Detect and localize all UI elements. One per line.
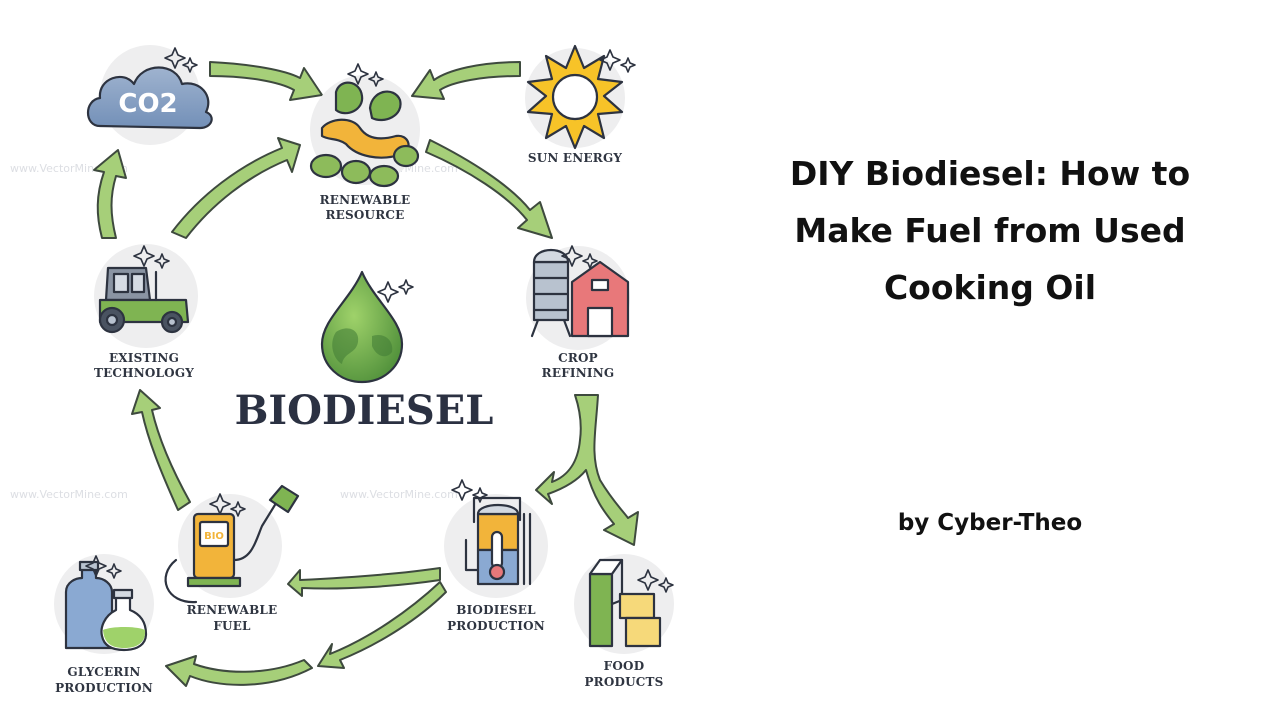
food-products-label-2: PRODUCTS [584, 675, 663, 689]
crop-refining-label-2: REFINING [542, 366, 615, 380]
fuel-pump-icon: BIO [164, 484, 300, 604]
watermark-text: www.VectorMine.com [10, 488, 128, 501]
center-biodiesel: BIODIESEL [235, 270, 494, 434]
node-sun-energy: SUN ENERGY [525, 44, 636, 165]
reactor-icon [464, 496, 532, 586]
food-products-label-1: FOOD [604, 659, 645, 673]
sparkle-icon [472, 487, 488, 503]
renewable-fuel-label-2: FUEL [213, 619, 251, 633]
node-glycerin-production: GLYCERIN PRODUCTION [54, 554, 154, 695]
arrow-fuel-to-tech [131, 389, 191, 511]
sparkle-icon [106, 563, 122, 579]
arrow-sun-to-resource [411, 61, 521, 100]
node-food-products: FOOD PRODUCTS [574, 554, 674, 689]
sun-energy-label: SUN ENERGY [528, 151, 623, 165]
renewable-resource-label-1: RENEWABLE [320, 193, 411, 207]
sparkle-icon [582, 253, 598, 269]
sparkle-icon [154, 253, 170, 269]
sparkle-icon [182, 57, 198, 73]
bottles-icon [64, 560, 148, 652]
sparkle-icon [368, 71, 384, 87]
glycerin-production-label-1: GLYCERIN [67, 665, 140, 679]
sparkle-icon [561, 245, 583, 267]
food-box-icon [588, 558, 662, 648]
node-renewable-fuel: BIO RENEWABLE FUEL [164, 484, 300, 633]
article-title: DIY Biodiesel: How to Make Fuel from Use… [789, 154, 1191, 307]
sparkle-icon [377, 281, 399, 303]
arrow-production-down [317, 581, 447, 669]
sun-icon [526, 44, 624, 150]
existing-technology-label-1: EXISTING [109, 351, 179, 365]
crop-refining-label-1: CROP [558, 351, 598, 365]
sparkle-icon [230, 501, 246, 517]
sparkle-icon [133, 245, 155, 267]
sparkle-icon [637, 569, 659, 591]
sparkle-icon [398, 279, 414, 295]
sparkle-icon [164, 47, 186, 69]
arrow-resource-to-refining [425, 139, 553, 239]
existing-technology-label-2: TECHNOLOGY [94, 366, 194, 380]
sparkle-icon [451, 479, 473, 501]
node-existing-technology: EXISTING TECHNOLOGY [94, 244, 198, 380]
sparkle-icon [347, 63, 369, 85]
article-author: by Cyber-Theo [897, 510, 1083, 536]
renewable-resource-label-2: RESOURCE [326, 208, 405, 222]
silo-barn-icon [530, 249, 630, 338]
sparkle-icon [209, 493, 231, 515]
arrow-tech-to-co2 [93, 149, 127, 239]
cloud-icon [86, 66, 213, 130]
leaf-seed-icon [309, 81, 420, 188]
node-crop-refining: CROP REFINING [526, 245, 630, 380]
arrow-to-glycerin [165, 655, 313, 687]
center-title: BIODIESEL [235, 387, 494, 434]
biodiesel-production-label-1: BIODIESEL [456, 603, 536, 617]
arrow-tech-to-resource [171, 137, 301, 239]
renewable-fuel-label-1: RENEWABLE [187, 603, 278, 617]
sparkle-icon [85, 555, 107, 577]
sparkle-icon [620, 57, 636, 73]
node-renewable-resource: RENEWABLE RESOURCE [309, 63, 420, 222]
biodiesel-cycle-diagram: www.VectorMine.com www.VectorMine.com ww… [10, 44, 674, 695]
sparkle-icon [599, 49, 621, 71]
cycle-arrows [93, 61, 639, 687]
node-biodiesel-production: BIODIESEL PRODUCTION [444, 479, 548, 633]
arrow-co2-to-resource [209, 61, 323, 101]
sparkle-icon [658, 577, 674, 593]
biodiesel-production-label-2: PRODUCTION [447, 619, 545, 633]
arrow-production-to-fuel [287, 567, 441, 597]
co2-label: CO2 [118, 89, 177, 119]
tractor-icon [98, 266, 190, 334]
watermark-text: www.VectorMine.com [340, 488, 458, 501]
node-co2: CO2 [86, 45, 213, 145]
pump-bio-label: BIO [204, 531, 224, 542]
glycerin-production-label-2: PRODUCTION [55, 681, 153, 695]
arrow-refining-split [535, 394, 639, 546]
